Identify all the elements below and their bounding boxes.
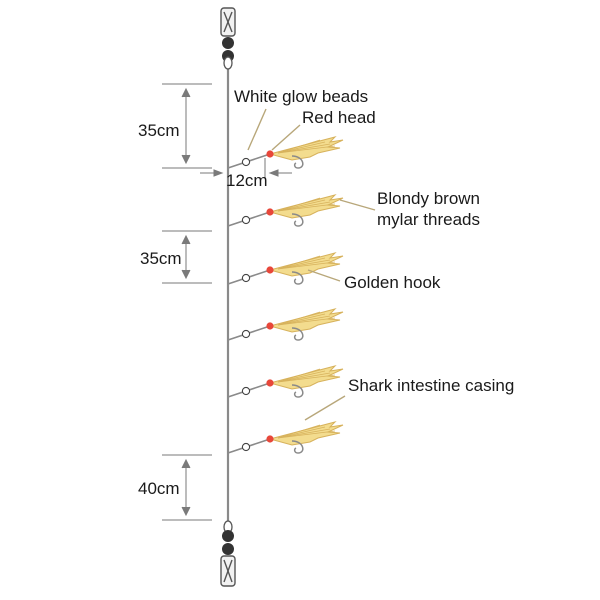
top-swivel-icon — [220, 7, 236, 70]
blondy-label-line2: mylar threads — [377, 210, 480, 229]
hook-icon — [291, 213, 304, 227]
hook-icon — [291, 440, 304, 454]
thread-line — [277, 311, 321, 326]
thread-line — [277, 201, 331, 212]
dropper-5 — [227, 365, 344, 398]
bead-icon — [241, 215, 251, 225]
thread-line — [277, 315, 331, 326]
thread-line — [277, 368, 321, 383]
bead-icon — [241, 386, 251, 396]
hook-icon — [291, 155, 304, 169]
thread-line — [277, 257, 326, 270]
callout-leaders — [247, 108, 376, 421]
thread-line — [277, 372, 331, 383]
top-spacing-label: 35cm — [138, 121, 180, 140]
thread-line — [277, 145, 336, 154]
dropper-length-label: 12cm — [226, 171, 268, 190]
thread-line — [277, 430, 336, 439]
bead-icon — [241, 157, 251, 167]
shark-casing-label: Shark intestine casing — [348, 376, 514, 395]
thread-line — [277, 143, 331, 154]
thread-line — [277, 141, 326, 154]
dropper-6 — [227, 421, 344, 454]
golden-hook-label: Golden hook — [344, 273, 441, 292]
red-head-icon — [266, 435, 274, 443]
dimension-dropper — [200, 158, 292, 178]
bead-icon — [241, 442, 251, 452]
thread-line — [277, 197, 321, 212]
blondy-label-line1: Blondy brown — [377, 189, 480, 208]
red-head-icon — [266, 379, 274, 387]
red-head-label: Red head — [302, 108, 376, 127]
red-head-icon — [266, 208, 274, 216]
thread-line — [277, 426, 326, 439]
lure-icon — [268, 136, 344, 161]
mid-spacing-label: 35cm — [140, 249, 182, 268]
bead-icon — [241, 273, 251, 283]
bottom-swivel-icon — [220, 520, 236, 587]
dropper-4 — [227, 308, 344, 341]
thread-line — [277, 261, 336, 270]
thread-line — [277, 259, 331, 270]
bottom-spacing-label: 40cm — [138, 479, 180, 498]
lure-icon — [268, 308, 344, 333]
dimension-mid — [162, 230, 212, 284]
thread-line — [277, 317, 336, 326]
dropper-3 — [227, 252, 344, 285]
hook-icon — [291, 327, 304, 341]
red-head-icon — [266, 266, 274, 274]
dimension-top — [162, 83, 212, 169]
lure-icon — [268, 365, 344, 390]
red-head-icon — [266, 322, 274, 330]
lure-icon — [268, 194, 344, 219]
dropper-2 — [227, 194, 344, 227]
thread-line — [277, 424, 321, 439]
white-glow-beads-label: White glow beads — [234, 87, 368, 106]
thread-line — [277, 313, 326, 326]
thread-line — [277, 203, 336, 212]
hook-icon — [291, 271, 304, 285]
dropper-group — [227, 136, 344, 454]
thread-line — [277, 428, 331, 439]
dropper-1 — [227, 136, 344, 169]
lure-icon — [268, 421, 344, 446]
lure-icon — [268, 252, 344, 277]
hook-icon — [291, 384, 304, 398]
thread-line — [277, 370, 326, 383]
thread-line — [277, 374, 336, 383]
thread-line — [277, 255, 321, 270]
thread-line — [277, 139, 321, 154]
bead-icon — [241, 329, 251, 339]
thread-line — [277, 199, 326, 212]
dimension-bottom — [162, 454, 212, 521]
red-head-icon — [266, 150, 274, 158]
